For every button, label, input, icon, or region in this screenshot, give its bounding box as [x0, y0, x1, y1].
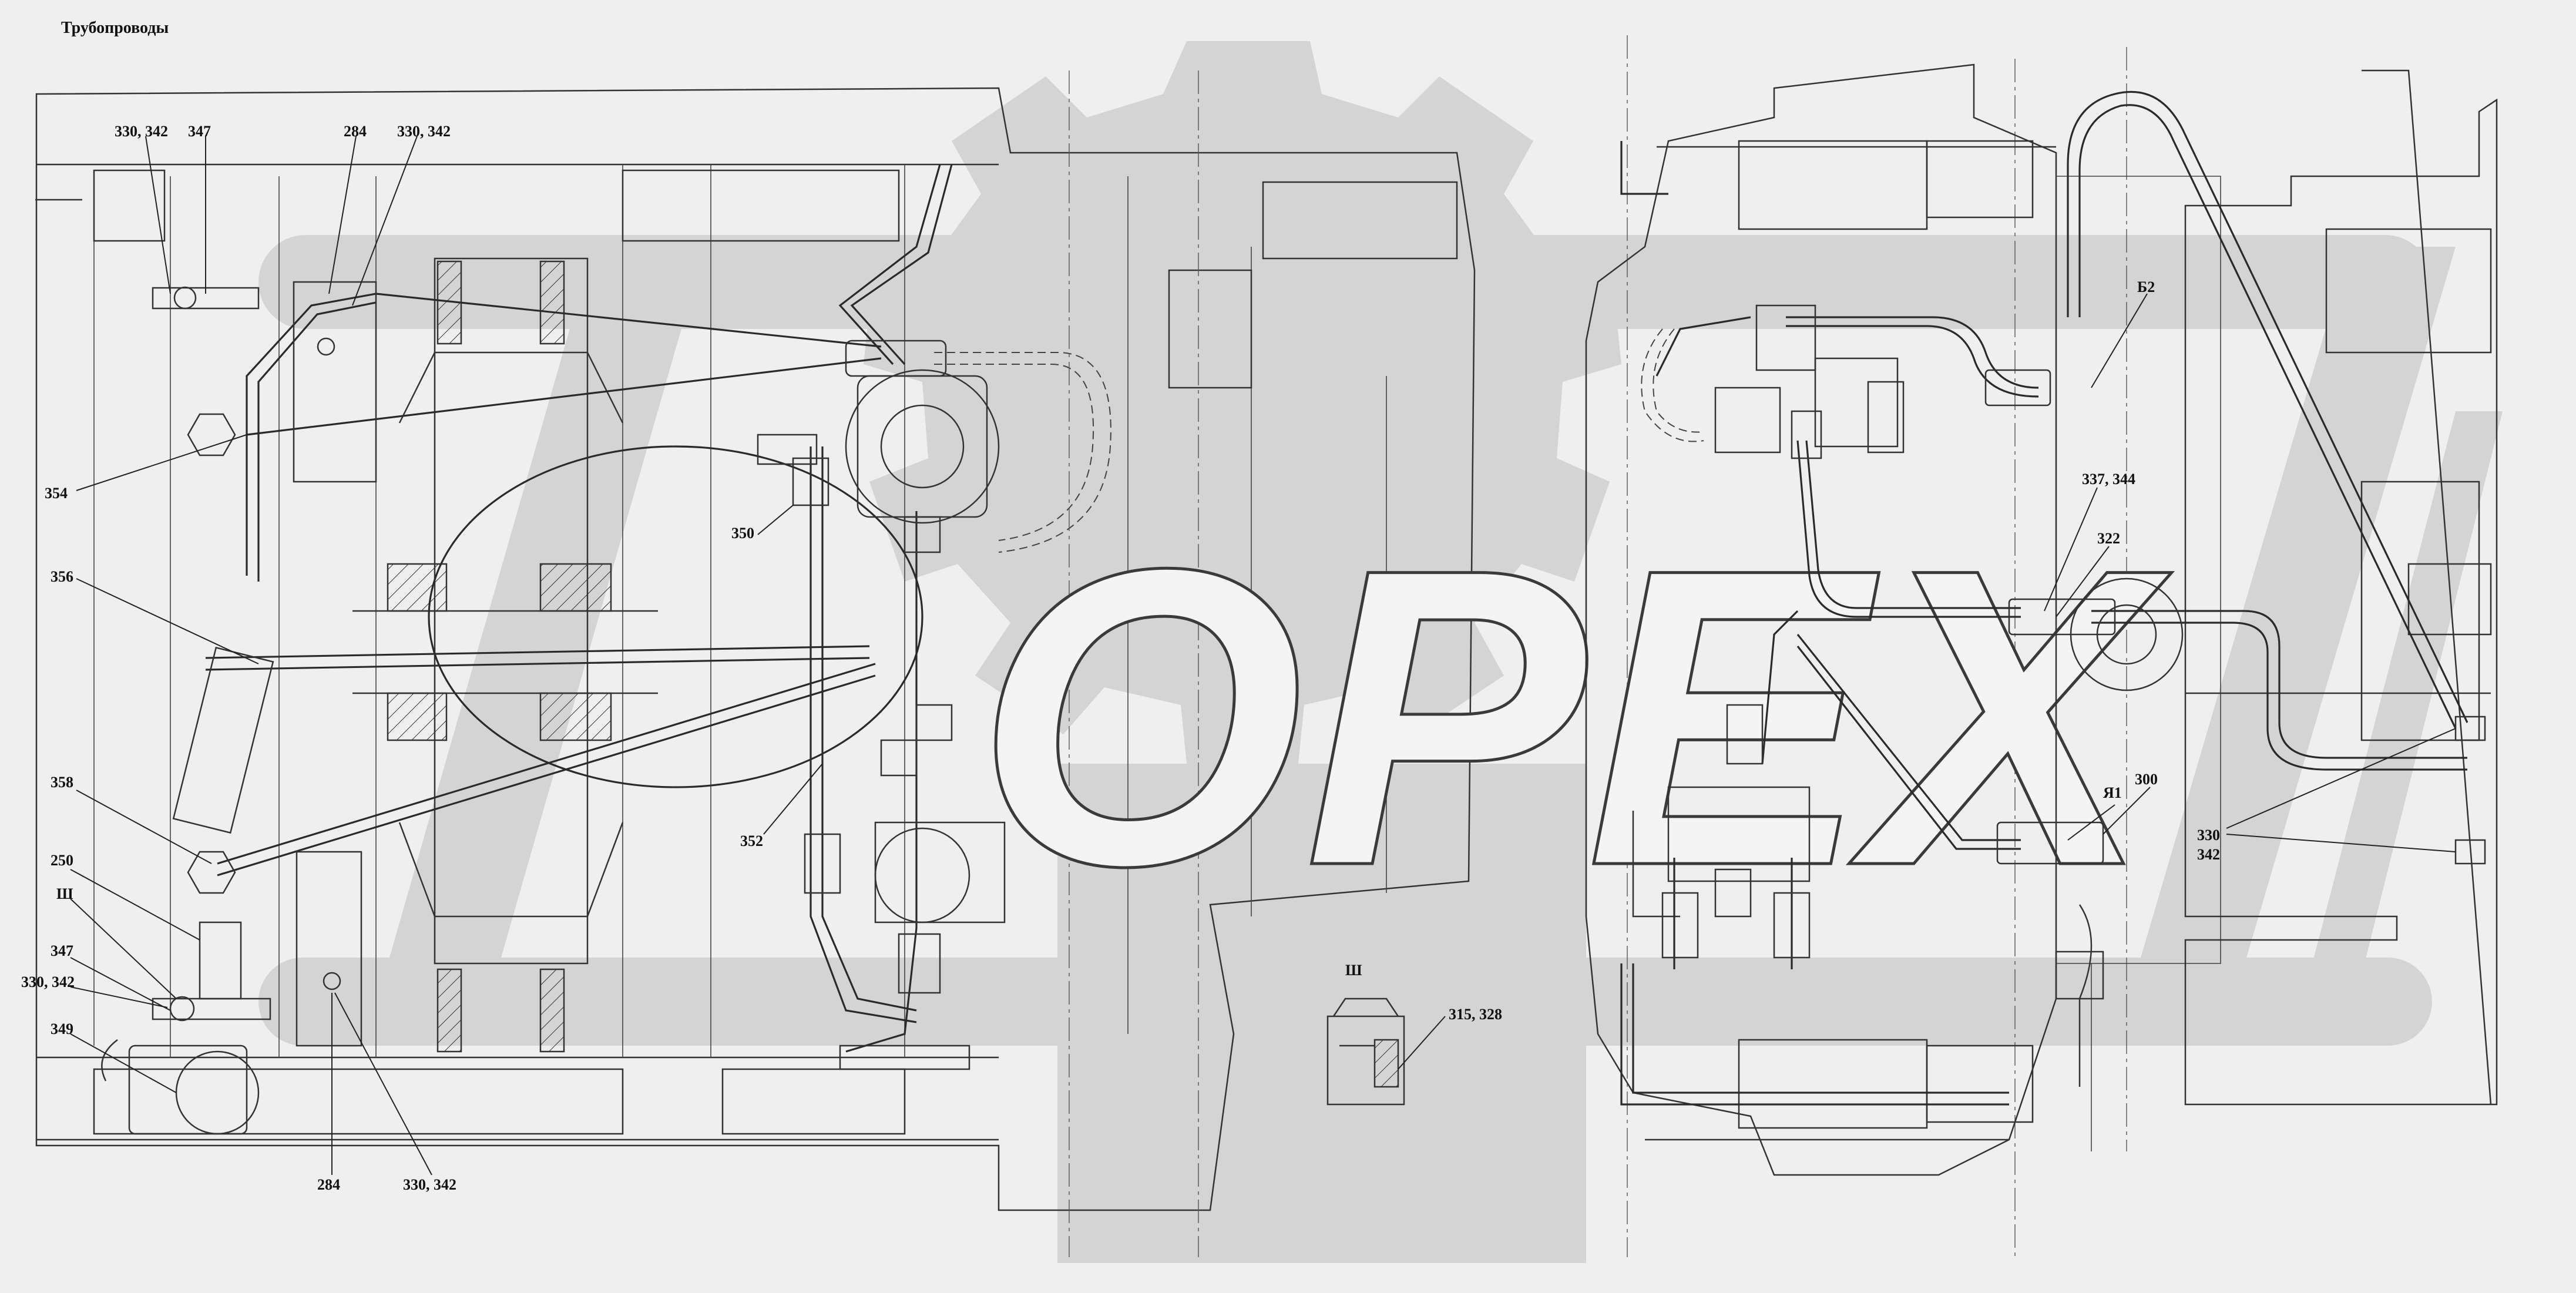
axis-lines — [1069, 35, 2127, 1257]
callout-358: 358 — [51, 774, 73, 791]
watermark-text: OPEX — [975, 481, 2172, 953]
callout-330: 330 — [2197, 827, 2220, 844]
callout-ya1: Я1 — [2103, 784, 2122, 801]
callout-315-328: 315, 328 — [1449, 1006, 1502, 1023]
rear-frame — [1585, 63, 2221, 1176]
right-pipes — [1620, 90, 2468, 1106]
callout-356: 356 — [51, 568, 73, 585]
callout-250: 250 — [51, 852, 73, 869]
callout-330-342-d: 330, 342 — [403, 1176, 456, 1193]
left-components — [101, 281, 1006, 1135]
callout-354: 354 — [45, 485, 68, 502]
watermark-gear — [864, 41, 1621, 1263]
detail-sh — [1326, 998, 1405, 1106]
left-pipes — [205, 164, 1111, 1053]
leader-lines — [70, 136, 2456, 1176]
opex-logo: OPEX — [974, 479, 2174, 955]
callout-300: 300 — [2135, 771, 2158, 788]
callout-352: 352 — [740, 832, 763, 849]
callout-347-b: 347 — [51, 942, 73, 959]
chassis-frame — [35, 87, 1476, 1211]
watermark-band — [258, 235, 2503, 1046]
callout-330-342-c: 330, 342 — [21, 973, 75, 990]
callout-330-342-a: 330, 342 — [115, 123, 168, 140]
callout-349: 349 — [51, 1020, 73, 1037]
callout-342: 342 — [2197, 846, 2220, 863]
callout-330-342-b: 330, 342 — [397, 123, 451, 140]
callout-sh-b: Ш — [1345, 962, 1362, 979]
front-axle — [352, 257, 658, 1053]
callout-sh-a: Ш — [56, 885, 73, 902]
callout-b2: Б2 — [2137, 278, 2155, 295]
callout-labels: 330, 342 347 284 330, 342 354 356 358 25… — [21, 123, 2220, 1193]
callout-350: 350 — [731, 525, 754, 542]
callout-284-a: 284 — [344, 123, 367, 140]
drawing-title: Трубопроводы — [61, 19, 169, 37]
callout-347-a: 347 — [188, 123, 211, 140]
right-components — [1661, 304, 2486, 1087]
callout-337-344: 337, 344 — [2082, 471, 2135, 488]
callout-322: 322 — [2097, 530, 2120, 547]
callout-284-b: 284 — [317, 1176, 340, 1193]
